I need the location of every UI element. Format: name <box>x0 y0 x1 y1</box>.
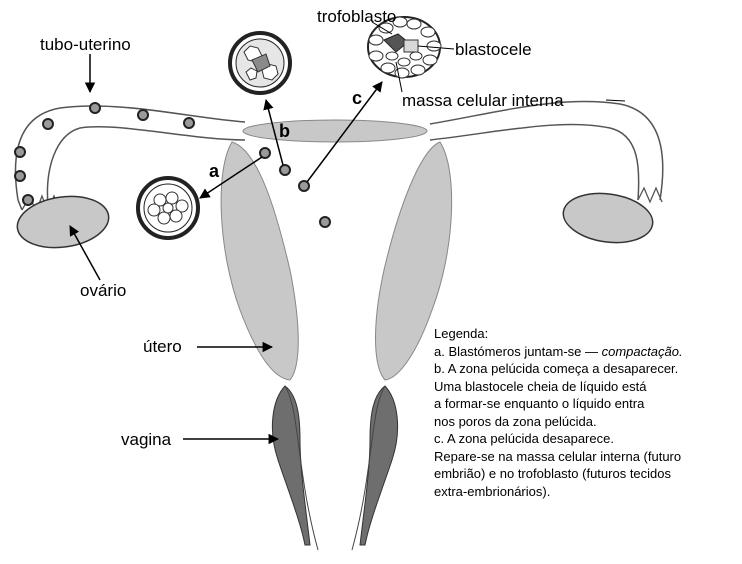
right-uterine-tube <box>430 101 663 200</box>
step-a-label: a <box>209 161 220 181</box>
legend-line: Repare-se na massa celular interna (futu… <box>434 448 734 466</box>
right-ovary <box>560 188 656 248</box>
legend-line: nos poros da zona pelúcida. <box>434 413 734 431</box>
legend-box: Legenda: a. Blastómeros juntam-se — comp… <box>434 325 734 500</box>
label-trofoblasto: trofoblasto <box>317 7 396 26</box>
legend-line: c. A zona pelúcida desaparece. <box>434 430 734 448</box>
label-tubo-uterino: tubo-uterino <box>40 35 131 54</box>
line-massa-celular-tail <box>606 100 625 101</box>
legend-line-a: a. Blastómeros juntam-se — compactação. <box>434 343 734 361</box>
legend-line: a formar-se enquanto o líquido entra <box>434 395 734 413</box>
blastocoel-cavity <box>404 40 418 52</box>
right-fimbriae <box>638 188 662 202</box>
label-massa-celular-interna: massa celular interna <box>402 91 564 110</box>
step-b-label: b <box>279 121 290 141</box>
label-blastocele: blastocele <box>455 40 532 59</box>
vagina-right-wall <box>360 386 398 545</box>
legend-line: embrião) e no trofoblasto (futuros tecid… <box>434 465 734 483</box>
legend-line: extra-embrionários). <box>434 483 734 501</box>
step-c-label: c <box>352 88 362 108</box>
legend-title: Legenda: <box>434 325 734 343</box>
label-ovario: ovário <box>80 281 126 300</box>
early-blastocyst <box>230 33 290 93</box>
legend-line-a-text: a. Blastómeros juntam-se — <box>434 344 602 359</box>
label-utero: útero <box>143 337 182 356</box>
morula <box>138 178 198 238</box>
uterine-fundus <box>243 120 427 142</box>
legend-line: b. A zona pelúcida começa a desaparecer. <box>434 360 734 378</box>
legend-line-a-term: compactação. <box>602 344 683 359</box>
legend-line: Uma blastocele cheia de líquido está <box>434 378 734 396</box>
uterus-left-wall <box>221 142 298 380</box>
label-vagina: vagina <box>121 430 172 449</box>
vagina-left-wall <box>272 386 310 545</box>
